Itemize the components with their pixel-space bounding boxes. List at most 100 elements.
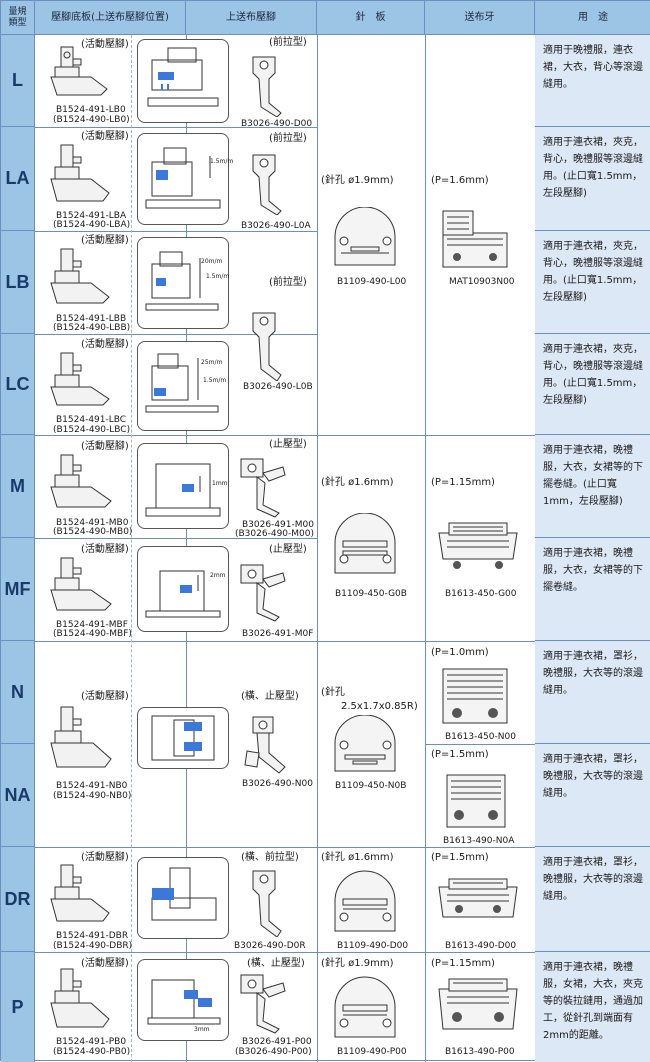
upper-part-number-alt: (B3026-490-M00)	[235, 529, 314, 539]
upper-presser-foot-illustration	[252, 312, 282, 381]
header-upper: 上送布壓腳	[186, 1, 317, 35]
dog-note: (P=1.6mm)	[431, 175, 489, 186]
dog-note: (P=1.0mm)	[431, 647, 489, 658]
type-code-MF: MF	[1, 538, 35, 641]
feed-dog-illustration	[446, 774, 506, 828]
plate-note: (針孔 ø1.6mm)	[321, 852, 394, 863]
dimension-label: 2mm	[210, 572, 226, 579]
upper-part-number: B3026-490-D0R	[234, 941, 306, 951]
position-diagram	[137, 39, 229, 123]
plate-note: (針孔 ø1.9mm)	[321, 958, 394, 969]
base-part-number-alt: (B1524-490-LBC)	[53, 425, 131, 435]
dashed-divider	[131, 35, 132, 1062]
upper-presser-foot-illustration	[252, 154, 282, 215]
use-text-MF: 適用于連衣裙，晚禮服，大衣，女裙等的下擺卷縫。	[535, 538, 650, 641]
feed-dog-illustration	[442, 210, 508, 268]
position-diagram	[137, 546, 229, 632]
upper-note: (止壓型)	[269, 544, 307, 555]
position-diagram	[137, 857, 229, 939]
base-note: (活動壓腳)	[81, 235, 129, 246]
type-code-L: L	[1, 35, 35, 127]
row-rule	[425, 744, 535, 745]
base-part-number: B1524-491-PB0	[56, 1037, 127, 1047]
row-rule	[35, 641, 535, 642]
dimension-label: 1.5m/m	[210, 158, 234, 165]
dog-part-number: B1613-490-N0A	[443, 836, 515, 846]
base-part-number-alt: (B1524-490-MB0)	[53, 527, 133, 537]
use-text-LA: 適用于連衣裙，夾克，背心，晚禮服等滾邊縫用。(止口寬1.5mm，左段壓腳)	[535, 127, 650, 231]
plate-part-number: B1109-490-D00	[337, 941, 409, 951]
type-code-DR: DR	[1, 847, 35, 952]
upper-part-number: B3026-491-P00	[242, 1037, 312, 1047]
upper-part-number: B3026-490-L0B	[243, 382, 313, 392]
position-diagram	[137, 237, 229, 329]
header-type: 量規 類型	[1, 1, 35, 35]
dimension-label: 25m/m	[201, 359, 223, 366]
dog-note: (P=1.15mm)	[431, 477, 495, 488]
upper-part-number-alt: (B3026-490-P00)	[235, 1047, 312, 1057]
base-note: (活動壓腳)	[81, 441, 129, 452]
needle-plate-illustration	[334, 976, 396, 1038]
dog-part-number: MAT10903N00	[449, 277, 515, 287]
column-rule	[317, 35, 318, 1062]
position-diagram	[137, 959, 229, 1041]
type-code-LC: LC	[1, 334, 35, 435]
plate-note: (針孔 ø1.9mm)	[321, 175, 394, 186]
use-text-M: 適用于連衣裙，晚禮服，大衣，女裙等的下擺卷縫。(止口寬1mm，左段壓腳)	[535, 435, 650, 538]
presser-foot-base-illustration	[50, 557, 112, 611]
use-text-P: 適用于連衣裙，晚禮服，女裙，大衣，夾克等的裝拉鏈用，通過加工，從針孔到端面有2m…	[535, 952, 650, 1062]
base-part-number: B1524-491-LBB	[56, 314, 127, 324]
row-rule	[35, 847, 535, 848]
plate-part-number: B1109-450-N0B	[335, 781, 407, 791]
needle-plate-illustration	[334, 513, 396, 574]
dog-note: (P=1.5mm)	[431, 749, 489, 760]
upper-presser-foot-illustration	[252, 870, 282, 937]
dimension-label: 1mm	[212, 480, 228, 487]
upper-part-number: B3026-490-D00	[241, 119, 313, 129]
base-part-number-alt: (B1524-490-LB0)	[53, 115, 130, 125]
dimension-label: 20m/m	[201, 258, 223, 265]
presser-foot-base-illustration	[50, 352, 110, 406]
feed-dog-illustration	[442, 668, 508, 724]
type-code-LB: LB	[1, 231, 35, 334]
header-dog: 送布牙	[425, 1, 535, 35]
type-code-P: P	[1, 952, 35, 1062]
presser-foot-base-illustration	[50, 454, 112, 508]
type-code-NA: NA	[1, 744, 35, 847]
base-part-number: B1524-491-MB0	[56, 518, 129, 528]
base-note: (活動壓腳)	[81, 691, 129, 702]
base-note: (活動壓腳)	[81, 852, 129, 863]
needle-plate-illustration	[334, 870, 396, 932]
plate-part-number: B1109-490-L00	[337, 277, 407, 287]
dog-part-number: B1613-450-G00	[445, 589, 517, 599]
header-use: 用 途	[535, 1, 650, 35]
presser-foot-base-illustration	[50, 46, 108, 96]
feed-dog-illustration	[438, 878, 518, 918]
base-note: (活動壓腳)	[81, 131, 129, 142]
presser-foot-base-illustration	[50, 144, 110, 202]
base-note: (活動壓腳)	[81, 544, 129, 555]
plate-note: (針孔	[321, 687, 345, 698]
presser-foot-base-illustration	[50, 248, 110, 304]
upper-part-number: B3026-490-L0A	[241, 221, 311, 231]
use-text-N: 適用于連衣裙，罩衫，晚禮服，大衣等的滾邊縫用。	[535, 641, 650, 744]
row-rule	[35, 538, 317, 539]
upper-presser-foot-illustration	[244, 716, 286, 774]
row-rule	[35, 127, 317, 128]
base-part-number: B1524-491-MBF	[56, 620, 128, 630]
base-part-number: B1524-491-DBR	[56, 931, 129, 941]
dog-part-number: B1613-450-N00	[445, 732, 516, 742]
upper-presser-foot-illustration	[240, 564, 286, 622]
base-part-number-alt: (B1524-490-MBF)	[53, 629, 132, 639]
row-rule	[35, 435, 535, 436]
use-text-LC: 適用于連衣裙，夾克，背心，晚禮服等滾邊縫用。(止口寬1.5mm，左段壓腳)	[535, 334, 650, 435]
position-diagram	[137, 341, 229, 431]
use-text-DR: 適用于連衣裙，罩衫，晚禮服，大衣等的滾邊縫用。	[535, 847, 650, 952]
header-base: 壓腳底板(上送布壓腳位置)	[35, 1, 186, 35]
dimension-label: 1.5m/m	[206, 273, 230, 280]
dimension-label: 1.5m/m	[203, 377, 227, 384]
row-rule	[35, 334, 317, 335]
column-rule	[425, 35, 426, 1062]
upper-note: (橫、止壓型)	[247, 958, 305, 969]
